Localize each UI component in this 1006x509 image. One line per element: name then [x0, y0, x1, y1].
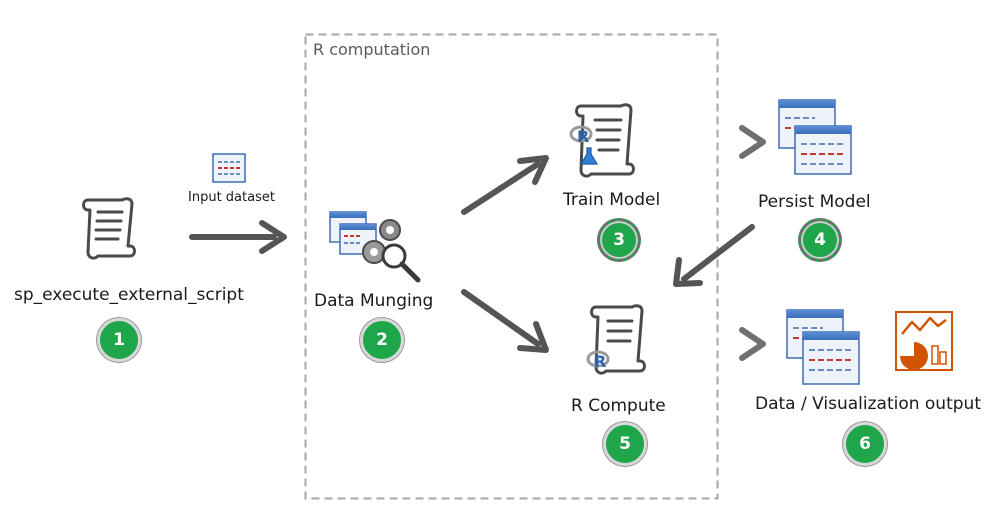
node-label-compute: R Compute [571, 396, 666, 416]
chart-icon [895, 311, 953, 371]
node-label-persist: Persist Model [758, 192, 871, 212]
step-badge-6: 6 [843, 422, 887, 466]
arrow-script-to-munging [189, 220, 287, 254]
node-label-munging: Data Munging [314, 291, 434, 311]
scroll-r-flask-icon: R [569, 103, 635, 178]
svg-text:R: R [594, 352, 606, 371]
step-badge-2: 2 [360, 318, 404, 362]
arrow-train-to-persist [663, 125, 766, 159]
r-computation-label: R computation [313, 40, 431, 59]
gears-magnifier-icon [329, 211, 421, 283]
arrow-munging-to-train [461, 155, 549, 215]
step-badge-1: 1 [97, 318, 141, 362]
edge-label-input-dataset: Input dataset [188, 190, 275, 205]
input-dataset-icon [212, 153, 246, 183]
step-badge-3: 3 [597, 218, 641, 262]
node-label-script: sp_execute_external_script [14, 285, 244, 305]
step-badge-4: 4 [798, 218, 842, 262]
arrow-munging-to-compute [461, 289, 549, 353]
arrow-compute-to-output [663, 327, 766, 361]
node-label-output: Data / Visualization output [755, 394, 981, 414]
tables-output-icon [786, 309, 860, 385]
node-label-train: Train Model [563, 190, 661, 210]
tables-icon [778, 99, 852, 175]
step-badge-5: 5 [603, 422, 647, 466]
scroll-icon [82, 197, 136, 260]
arrow-persist-to-compute [673, 224, 755, 287]
r-computation-region [304, 33, 719, 500]
scroll-r-icon: R [586, 304, 646, 375]
svg-text:R: R [577, 127, 589, 146]
